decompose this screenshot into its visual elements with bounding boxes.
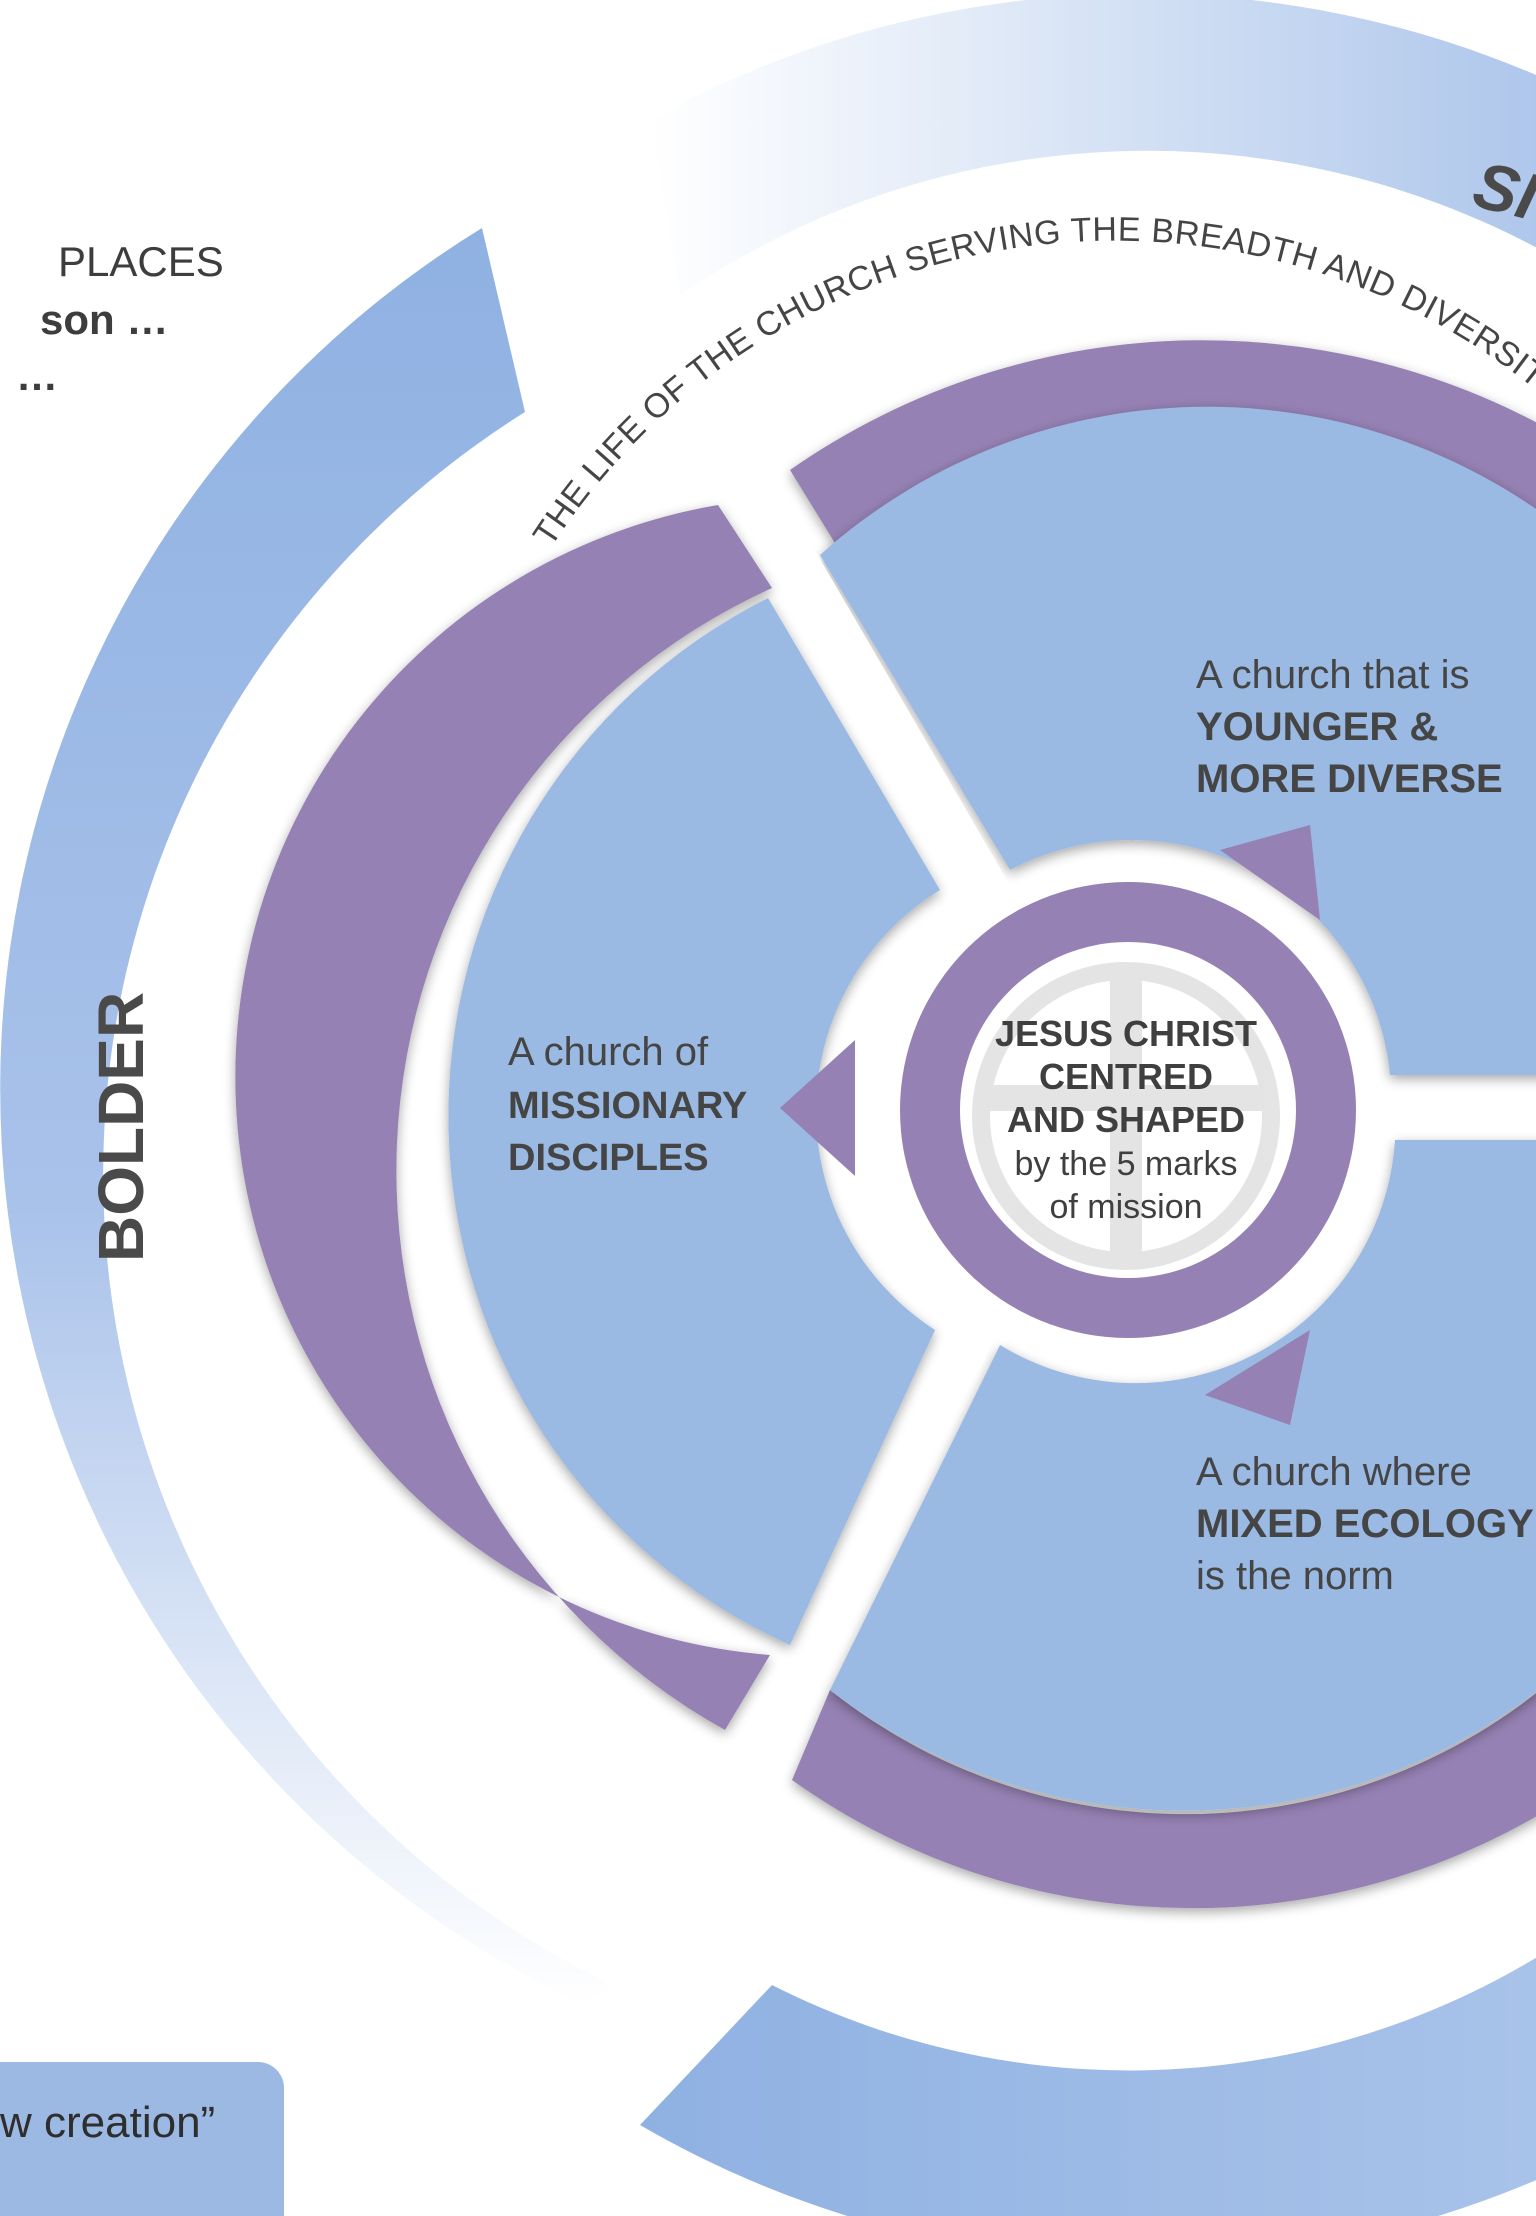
quote-box (0, 2062, 284, 2216)
divider-lower (790, 1329, 995, 1686)
segment-left-bold-1: MISSIONARY (508, 1085, 747, 1127)
segment-left (448, 598, 940, 1645)
center-line-4: by the 5 marks (1015, 1145, 1238, 1183)
arrow-top (1220, 825, 1320, 920)
purple-ring-left-segment (235, 505, 772, 1730)
side-text-line-3: … (16, 352, 58, 399)
arrow-bottom (1205, 1330, 1310, 1425)
segment-bottom-right (830, 1140, 1536, 1811)
segment-top-bold-1: YOUNGER & (1196, 705, 1438, 749)
center-line-2: CENTRED (1039, 1056, 1213, 1097)
quote-text: w creation” (0, 2098, 216, 2147)
logo-watermark-icon (972, 962, 1280, 1270)
side-text-line-2: son … (40, 296, 169, 343)
segment-top-bold-2: MORE DIVERSE (1196, 757, 1503, 801)
segment-bottom-outro: is the norm (1196, 1554, 1394, 1598)
arrow-left (780, 1040, 855, 1176)
divider-upper (795, 549, 1010, 896)
outer-ring-top-segment (650, 0, 1536, 295)
center-line-5: of mission (1049, 1188, 1202, 1226)
segment-top-intro: A church that is (1196, 653, 1469, 697)
segment-bottom-bold: MIXED ECOLOGY (1196, 1502, 1534, 1546)
side-text-line-1: PLACES (58, 238, 224, 285)
bolder-label: BOLDER (85, 992, 157, 1262)
center-line-1: JESUS CHRIST (995, 1013, 1257, 1054)
purple-ring-top-segment (790, 340, 1536, 548)
outer-ring-left-segment (0, 228, 613, 2005)
outer-ring-bottom-segment (640, 1957, 1536, 2216)
segment-left-bold-2: DISCIPLES (508, 1137, 709, 1179)
center-disk (963, 945, 1293, 1275)
segment-top-right (820, 406, 1536, 1075)
center-line-3: AND SHAPED (1007, 1099, 1245, 1140)
segment-bottom-intro: A church where (1196, 1450, 1472, 1494)
segment-left-intro: A church of (508, 1030, 709, 1074)
purple-ring-bottom-segment (792, 1690, 1536, 1909)
